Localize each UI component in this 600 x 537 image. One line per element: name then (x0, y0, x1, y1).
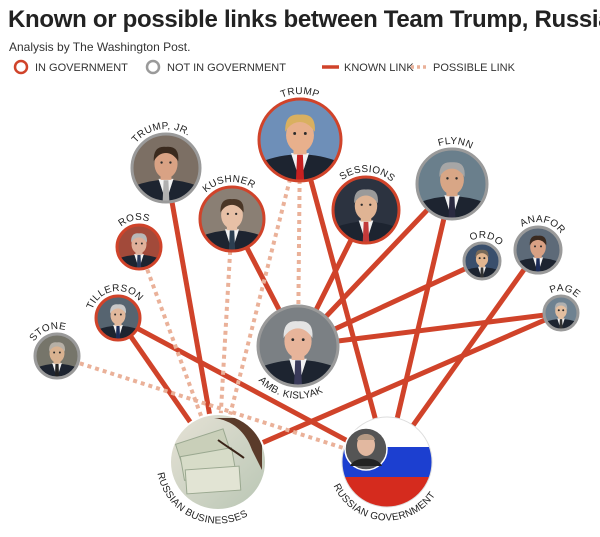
legend-known-link: KNOWN LINK (322, 62, 414, 74)
node-ring-trump-jr (130, 132, 202, 204)
node-flynn (415, 147, 489, 221)
node-trump-jr (130, 132, 202, 204)
node-stone (33, 332, 81, 380)
legend-in-government: IN GOVERNMENT (13, 59, 128, 75)
portrait-trump-jr (132, 134, 200, 202)
portrait-kislyak (258, 306, 338, 386)
node-sessions (331, 175, 401, 245)
node-russian-government (341, 416, 433, 508)
link-flynn-russian-government (384, 183, 455, 463)
node-kushner (198, 185, 266, 253)
link-ross-russian-businesses (137, 246, 220, 463)
node-kislyak (256, 304, 340, 388)
nodes-layer (33, 97, 580, 388)
node-russian-businesses (169, 413, 267, 511)
node-ring-trump (257, 97, 343, 183)
node-ross (115, 223, 163, 271)
node-page (542, 294, 580, 332)
node-ring-stone (33, 332, 81, 380)
node-ring-manafort (513, 225, 563, 275)
node-gordon (462, 241, 502, 281)
node-tillerson (94, 294, 142, 342)
link-page-kislyak (297, 310, 562, 349)
putin-portrait (344, 427, 388, 471)
link-page-russian-businesses (217, 310, 562, 465)
not-in-government-swatch (145, 59, 161, 75)
legend-not-in-government-label: NOT IN GOVERNMENT (167, 62, 286, 74)
link-tillerson-russian-government (116, 315, 389, 465)
label-trump: TRUMP (279, 86, 321, 101)
in-government-swatch (13, 59, 29, 75)
node-ring-gordon (462, 241, 502, 281)
legend-not-in-government: NOT IN GOVERNMENT (145, 59, 286, 75)
legend-known-link-label: KNOWN LINK (344, 62, 414, 74)
money-photo (170, 414, 266, 510)
portrait-trump (259, 99, 341, 181)
node-ring-tillerson (94, 294, 142, 342)
link-stone-russian-government (56, 354, 388, 464)
node-ring-kislyak (256, 304, 340, 388)
legend-in-government-label: IN GOVERNMENT (35, 62, 128, 74)
portrait-flynn (417, 149, 487, 219)
node-ring-page (542, 294, 580, 332)
link-trump-jr-russian-businesses (163, 167, 221, 463)
node-ring-sessions (331, 175, 401, 245)
legend-possible-link-label: POSSIBLE LINK (433, 62, 516, 74)
node-trump (257, 97, 343, 183)
node-ring-flynn (415, 147, 489, 221)
legend-possible-link: POSSIBLE LINK (411, 62, 516, 74)
node-ring-kushner (198, 185, 266, 253)
node-manafort (513, 225, 563, 275)
label-text-trump: TRUMP (279, 86, 320, 101)
node-ring-ross (115, 223, 163, 271)
page-title: Known or possible links between Team Tru… (8, 6, 600, 33)
legend: IN GOVERNMENT NOT IN GOVERNMENT KNOWN LI… (13, 59, 516, 75)
page-subtitle: Analysis by The Washington Post. (9, 40, 191, 54)
